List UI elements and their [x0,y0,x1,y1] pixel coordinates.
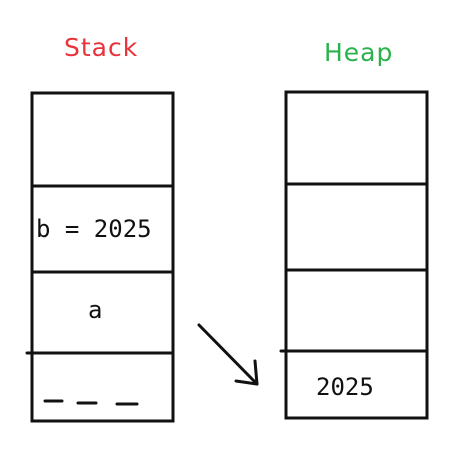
stack-column [25,91,175,423]
heap-cell-value: 2025 [316,373,374,401]
stack-cell-b: b = 2025 [36,215,152,243]
heap-frame [284,90,429,420]
ellipsis-dashes [43,399,139,406]
stack-title: Stack [64,33,139,62]
arrow-head-icon [234,359,259,386]
stack-cell-a: a [88,296,103,324]
heap-title: Heap [324,38,394,67]
heap-column [279,90,429,420]
stack-frame [30,91,175,423]
reference-arrow [197,323,259,386]
